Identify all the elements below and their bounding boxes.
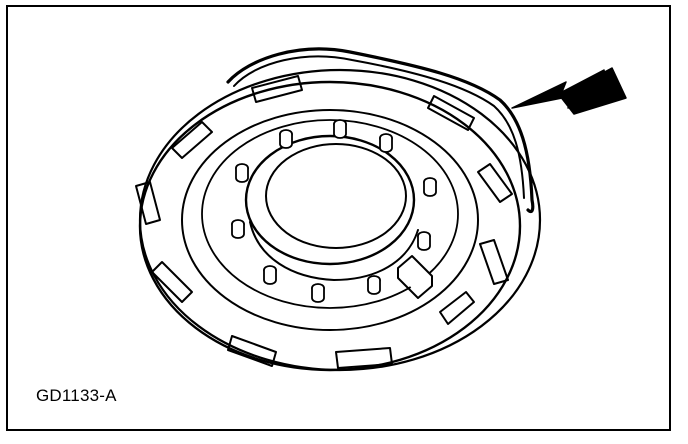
rivet	[333, 119, 347, 139]
double-arrow-icon	[511, 67, 627, 115]
center-bore-outer	[244, 134, 416, 266]
hub-face-ring	[201, 119, 459, 309]
rivet	[231, 219, 245, 239]
drive-lug	[397, 255, 433, 299]
rivet	[279, 129, 293, 149]
figure-code-label: GD1133-A	[36, 386, 117, 405]
pulley-rim-back	[138, 68, 542, 372]
pulley-slot-band-inner	[181, 109, 479, 331]
rivet	[423, 177, 437, 197]
rivet	[379, 133, 393, 153]
bore-depth-edge	[249, 221, 419, 281]
rivet	[367, 275, 381, 295]
center-bore-inner	[265, 143, 407, 249]
pulley-outer-face	[138, 80, 522, 372]
drive-belt-inner	[233, 55, 525, 199]
figure-frame	[6, 5, 671, 431]
pulley-slots	[135, 75, 513, 369]
rivet	[235, 163, 249, 183]
rivet	[417, 231, 431, 251]
hub-rivets	[231, 119, 437, 303]
rivet	[263, 265, 277, 285]
drive-belt	[226, 47, 535, 214]
rivet	[311, 283, 325, 303]
